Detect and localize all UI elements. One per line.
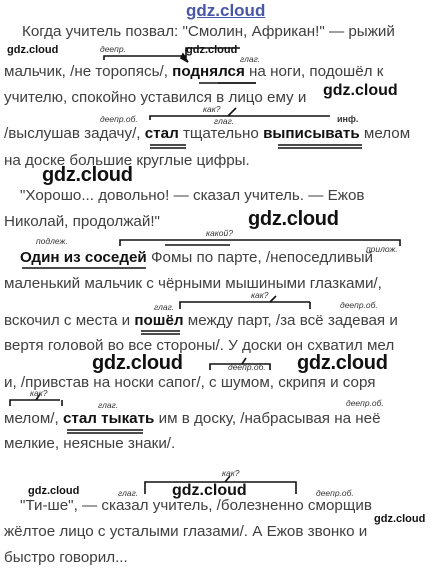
watermark-logo: gdz.cloud <box>297 352 388 374</box>
watermark-logo: gdz.cloud <box>323 82 398 99</box>
annotation-label: деепр. <box>100 44 126 54</box>
arc-mark <box>9 399 60 406</box>
annotation-label: глаг. <box>98 400 119 410</box>
text-segment: "Хорошо... довольно! — сказал учитель. —… <box>20 187 365 204</box>
watermark-logo: gdz.cloud <box>28 485 80 497</box>
sentence-member: поднялся <box>172 63 245 80</box>
annotation-label: деепр.об. <box>100 114 138 124</box>
annotation-label: какой? <box>206 228 233 238</box>
text-segment: между парт, /за всё задевая и <box>183 312 398 329</box>
text-line: Один из соседей Фомы по парте, /непоседл… <box>0 248 445 268</box>
text-segment: на доске большие круглые цифры. <box>4 152 250 169</box>
text-segment: жёлтое лицо с усталыми глазами/. А Ежов … <box>4 523 368 540</box>
annotation-label: прилож. <box>366 244 398 254</box>
annotation-label: глаг. <box>240 54 261 64</box>
text-line: вертя головой во все стороны/. У доски о… <box>0 336 445 356</box>
text-segment: вскочил с места и <box>4 312 135 329</box>
text-segment: /выслушав задачу/, <box>4 125 145 142</box>
text-line: быстро говорил... <box>0 548 445 568</box>
text-segment: на ноги, подошёл к <box>244 63 384 80</box>
annotation-label: как? <box>222 468 240 478</box>
text-segment: маленький мальчик с чёрными мышиными гла… <box>4 275 382 292</box>
annotation-label: деепр.об. <box>228 362 266 372</box>
annotation-label: деепр.об. <box>316 488 354 498</box>
text-line: Когда учитель позвал: "Смолин, Африкан!"… <box>0 22 445 42</box>
annotation-label: как? <box>30 388 48 398</box>
arc-mark <box>179 301 310 309</box>
text-line: /выслушав задачу/, стал тщательно выписы… <box>0 124 445 144</box>
text-segment: и, /привстав на носки сапог/, с шумом, с… <box>4 374 376 391</box>
text-segment: мелом/, <box>4 410 63 427</box>
text-line: Николай, продолжай!" <box>0 212 445 232</box>
sentence-member: стал тыкать <box>62 410 155 427</box>
text-segment: мелом <box>359 125 411 142</box>
text-line: вскочил с места и пошёл между парт, /за … <box>0 311 445 331</box>
text-segment: мальчик, /не торопясь/, <box>4 63 173 80</box>
text-line: "Хорошо... довольно! — сказал учитель. —… <box>0 186 445 206</box>
annotation-label: подлеж. <box>36 236 68 246</box>
text-segment: вертя головой во все стороны/. У доски о… <box>4 337 395 354</box>
watermark-logo: gdz.cloud <box>248 208 339 230</box>
annotation-label: деепр.об. <box>346 398 384 408</box>
arc-mark <box>103 55 186 60</box>
text-line: жёлтое лицо с усталыми глазами/. А Ежов … <box>0 522 445 542</box>
text-line: мелкие, неясные знаки/. <box>0 434 445 454</box>
text-segment: учителю, спокойно уставился в лицо ему и <box>4 89 307 106</box>
sentence-member: стал <box>144 125 179 142</box>
watermark-logo: gdz.cloud <box>186 1 266 20</box>
text-line: мальчик, /не торопясь/, поднялся на ноги… <box>0 62 445 82</box>
watermark-logo: gdz.cloud <box>172 482 247 499</box>
text-line: "Ти-ше", — сказал учитель, /болезненно с… <box>0 496 445 516</box>
watermark-logo: gdz.cloud <box>42 164 133 186</box>
sentence-member: пошёл <box>134 312 184 329</box>
text-segment: мелкие, неясные знаки/. <box>4 435 176 452</box>
arc-mark <box>119 239 401 246</box>
watermark-logo: gdz.cloud <box>374 513 426 525</box>
watermark-logo: gdz.cloud <box>7 44 59 56</box>
text-segment: Когда учитель позвал: "Смолин, Африкан!"… <box>22 23 395 40</box>
sentence-member: Один из соседей <box>20 249 147 266</box>
arrow-mark <box>227 107 237 117</box>
arrow-mark <box>269 295 277 303</box>
text-segment: Фомы по парте, /непоседливый <box>146 249 373 266</box>
text-segment: Николай, продолжай!" <box>4 213 160 230</box>
text-line: и, /привстав на носки сапог/, с шумом, с… <box>0 373 445 393</box>
text-line: мелом/, стал тыкать им в доску, /набрасы… <box>0 409 445 429</box>
sentence-member: выписывать <box>263 125 360 142</box>
text-line: на доске большие круглые цифры. <box>0 151 445 171</box>
annotation-label: как? <box>203 104 221 114</box>
annotation-label: инф. <box>337 114 359 124</box>
watermark-logo: gdz.cloud <box>92 352 183 374</box>
text-line: маленький мальчик с чёрными мышиными гла… <box>0 274 445 294</box>
arc-mark <box>149 115 330 120</box>
text-segment: тщательно <box>178 125 264 142</box>
text-segment: "Ти-ше", — сказал учитель, /болезненно с… <box>20 497 372 514</box>
annotation-label: как? <box>251 290 269 300</box>
annotation-label: глаг. <box>118 488 139 498</box>
annotation-label: деепр.об. <box>340 300 378 310</box>
text-segment: быстро говорил... <box>4 549 128 566</box>
watermark-logo: gdz.cloud <box>186 44 238 56</box>
text-line: учителю, спокойно уставился в лицо ему и <box>0 88 445 108</box>
text-segment: им в доску, /набрасывая на неё <box>154 410 381 427</box>
annotation-label: глаг. <box>154 302 175 312</box>
annotation-label: глаг. <box>214 116 235 126</box>
